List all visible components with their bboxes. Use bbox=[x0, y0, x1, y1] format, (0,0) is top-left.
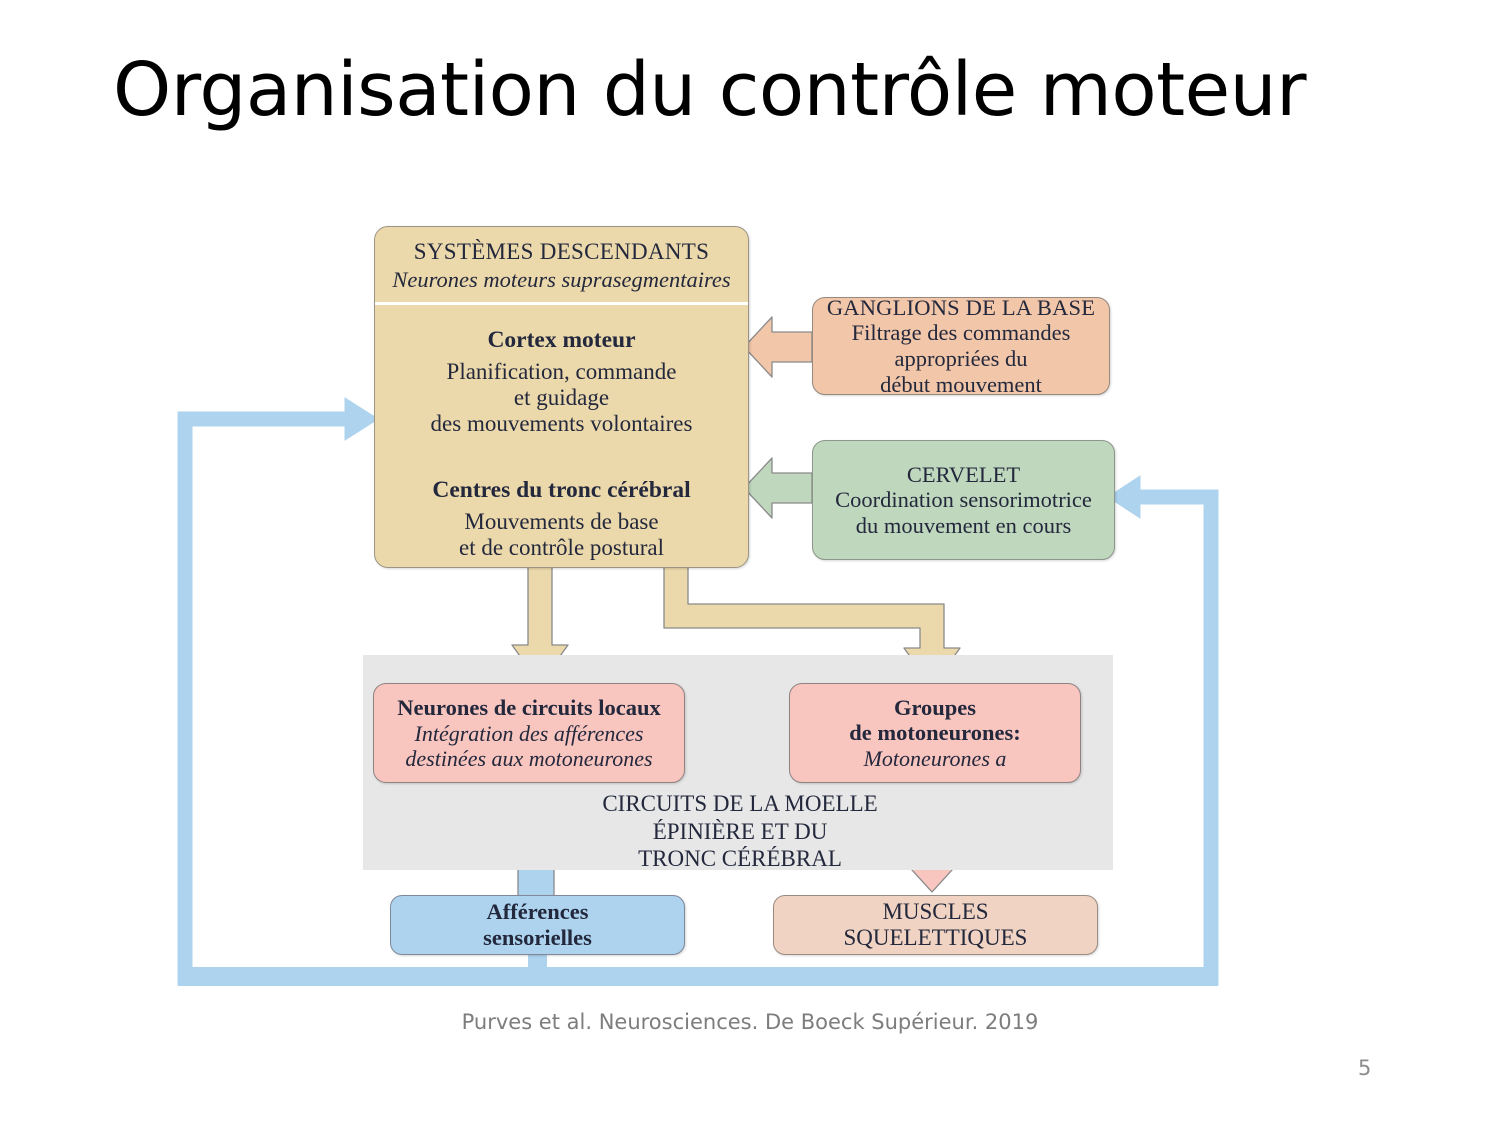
node-ganglions-de-la-base[interactable]: GANGLIONS DE LA BASE Filtrage des comman… bbox=[812, 294, 1110, 397]
descending-systems-header: SYSTÈMES DESCENDANTS Neurones moteurs su… bbox=[375, 227, 748, 305]
cortex-line1: Planification, commande bbox=[446, 358, 677, 384]
brainstem-heading: Centres du tronc cérébral bbox=[432, 477, 691, 504]
edge-afferences-to-cortex bbox=[177, 397, 379, 986]
node-muscles-squelettiques[interactable]: MUSCLES SQUELETTIQUES bbox=[773, 895, 1098, 955]
cervelet-line3: du mouvement en cours bbox=[855, 512, 1072, 538]
spinal-band-line1: CIRCUITS DE LA MOELLE bbox=[602, 791, 878, 816]
muscles-line1: MUSCLES bbox=[882, 898, 989, 924]
brainstem-line1: Mouvements de base bbox=[464, 509, 659, 535]
brainstem-line2: et de contrôle postural bbox=[458, 535, 664, 561]
motoneurons-line2: de motoneurones: bbox=[849, 720, 1021, 746]
cortex-line2: et guidage bbox=[513, 384, 610, 410]
node-groupes-motoneurones[interactable]: Groupes de motoneurones: Motoneurones a bbox=[789, 683, 1081, 783]
ganglions-line2: Filtrage des commandes bbox=[851, 320, 1071, 346]
spinal-band-line3: TRONC CÉRÉBRAL bbox=[638, 846, 842, 872]
node-descending-systems[interactable]: SYSTÈMES DESCENDANTS Neurones moteurs su… bbox=[374, 226, 749, 568]
spinal-band-label: CIRCUITS DE LA MOELLE ÉPINIÈRE ET DU TRO… bbox=[540, 790, 940, 873]
local-circuits-line2: destinées aux motoneurones bbox=[405, 745, 653, 771]
group-centres-tronc-cerebral: Centres du tronc cérébral Mouvements de … bbox=[432, 477, 690, 561]
descending-header-line1: SYSTÈMES DESCENDANTS bbox=[413, 239, 710, 264]
page-title: Organisation du contrôle moteur bbox=[113, 47, 1307, 133]
group-cortex-moteur: Cortex moteur Planification, commande et… bbox=[431, 327, 693, 437]
cervelet-line1: CERVELET bbox=[906, 461, 1021, 487]
cortex-heading: Cortex moteur bbox=[487, 326, 636, 353]
ganglions-line1: GANGLIONS DE LA BASE bbox=[826, 294, 1096, 320]
slide-page-number: 5 bbox=[1358, 1056, 1372, 1080]
afferences-line2: sensorielles bbox=[483, 925, 592, 950]
feedback-bottom-bar bbox=[178, 967, 1218, 986]
cortex-line3: des mouvements volontaires bbox=[430, 411, 693, 437]
edge-ganglions-to-cortex bbox=[743, 316, 813, 378]
edge-cervelet-to-brainstem bbox=[743, 457, 813, 519]
cervelet-line2: Coordination sensorimotrice bbox=[835, 487, 1092, 513]
ganglions-line4: début mouvement bbox=[880, 371, 1042, 397]
spinal-band-line2: ÉPINIÈRE ET DU bbox=[652, 818, 828, 844]
muscles-line2: SQUELETTIQUES bbox=[843, 925, 1028, 950]
local-circuits-line1: Intégration des afférences bbox=[414, 720, 644, 746]
afferences-line1: Afférences bbox=[486, 899, 589, 925]
node-neurones-circuits-locaux[interactable]: Neurones de circuits locaux Intégration … bbox=[373, 683, 685, 783]
motoneurons-line3: Motoneurones a bbox=[863, 746, 1007, 772]
local-circuits-heading: Neurones de circuits locaux bbox=[397, 695, 661, 721]
descending-header-line2: Neurones moteurs suprasegmentaires bbox=[392, 267, 731, 293]
ganglions-line3: appropriées du bbox=[894, 346, 1028, 371]
edge-afferences-to-cervelet bbox=[1107, 475, 1219, 986]
node-cervelet[interactable]: CERVELET Coordination sensorimotrice du … bbox=[812, 440, 1115, 560]
figure-source-caption: Purves et al. Neurosciences. De Boeck Su… bbox=[461, 1010, 1039, 1034]
afferences-to-bottom-bar-stub bbox=[528, 950, 547, 972]
descending-systems-body: Cortex moteur Planification, commande et… bbox=[375, 305, 748, 567]
motoneurons-line1: Groupes bbox=[893, 694, 977, 720]
node-afferences-sensorielles[interactable]: Afférences sensorielles bbox=[390, 895, 685, 955]
